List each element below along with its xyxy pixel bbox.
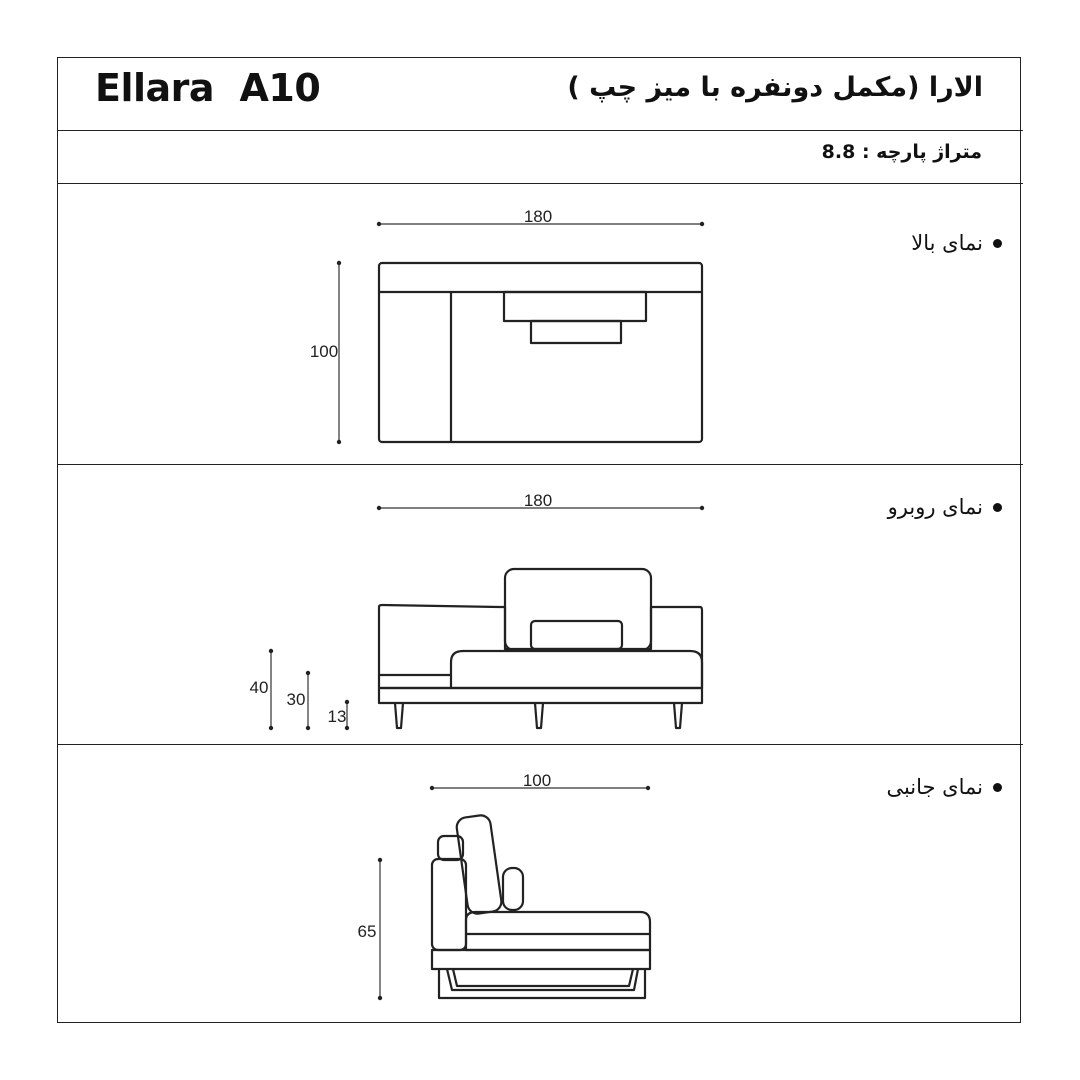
- front-view-drawing: [377, 567, 704, 730]
- bullet-icon: [993, 238, 1002, 248]
- top-view-drawing: [377, 261, 704, 444]
- header-divider: [57, 130, 1023, 131]
- top-view-divider: [57, 464, 1023, 465]
- side-view-headrest: [436, 834, 465, 862]
- side-view-lumbar-cushion: [501, 866, 525, 912]
- top-view-back-cushion: [502, 290, 648, 323]
- front-view-back-cushion: [503, 567, 653, 652]
- side-view-leg-bracket: [445, 968, 640, 992]
- top-view-outline: [377, 261, 704, 444]
- side-view-drawing: [430, 814, 652, 1000]
- side-depth-dim: 100: [523, 771, 551, 790]
- side-view-label: نمای جانبی: [886, 775, 1002, 799]
- side-view-under-frame: [437, 969, 647, 1000]
- bullet-icon: [993, 502, 1002, 512]
- product-title: الارا (مکمل دونفره با میز چپ ): [567, 72, 983, 103]
- front-view-lumbar-cushion: [529, 619, 624, 651]
- top-view-lumbar-cushion: [529, 319, 623, 345]
- front-view-leg-middle: [533, 702, 545, 730]
- brand-model-title: Ellara A10: [95, 66, 321, 110]
- meterage-divider: [57, 183, 1023, 184]
- bullet-icon: [993, 782, 1002, 792]
- front-total-height-dim: 40: [250, 678, 269, 697]
- fabric-meterage: متراژ پارچه : 8.8: [821, 141, 982, 163]
- top-depth-dim: 100: [310, 342, 338, 361]
- side-height-dim: 65: [358, 922, 377, 941]
- front-view-leg-left: [393, 702, 405, 730]
- front-width-dim: 180: [524, 491, 552, 510]
- front-view-seat-cushion: [449, 649, 704, 688]
- side-view-seat-cushion: [464, 910, 652, 952]
- side-view-base: [430, 948, 652, 971]
- side-view-leg-bracket-inner: [451, 968, 635, 988]
- front-leg-height-dim: 13: [328, 707, 347, 726]
- front-view-label-text: نمای روبرو: [887, 495, 983, 519]
- top-width-dim: 180: [524, 207, 552, 226]
- front-view-label: نمای روبرو: [888, 495, 1002, 519]
- top-view-label: نمای بالا: [911, 231, 1002, 255]
- side-view-label-text: نمای جانبی: [886, 775, 983, 799]
- front-view-leg-right: [672, 702, 684, 730]
- side-view-back-cushion: [455, 814, 503, 915]
- side-view-back-frame: [430, 857, 468, 952]
- outer-frame: [57, 57, 1021, 1023]
- front-seat-height-dim: 30: [287, 690, 306, 709]
- top-view-label-text: نمای بالا: [911, 231, 983, 255]
- front-view-divider: [57, 744, 1023, 745]
- front-view-base: [377, 686, 704, 705]
